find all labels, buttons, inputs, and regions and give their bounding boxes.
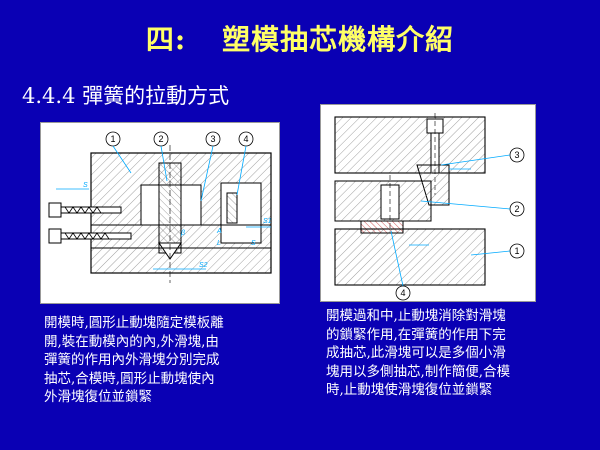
caption-left-line: 外滑塊復位並鎖緊 bbox=[44, 389, 152, 405]
dim-label-s-b: S bbox=[251, 240, 256, 247]
mold-diagram-left-drawing: 1 2 3 4 S S1 S2 β A L S bbox=[48, 131, 272, 283]
mold-diagram-right: 3 2 1 4 bbox=[320, 104, 536, 302]
caption-left-line: 彈簧的作用內外滑塊分別完成 bbox=[44, 352, 220, 368]
mold-diagram-right-drawing: 3 2 1 4 bbox=[334, 113, 525, 301]
caption-right-line: 塊用以多側抽芯,制作簡便,合模 bbox=[326, 363, 511, 380]
caption-left-line: 開,裝在動模內的內,外滑塊,由 bbox=[44, 333, 219, 350]
caption-right: 開模過和中,止動塊消除對滑塊 的鎖緊作用,在彈簧的作用下完 成抽芯,此滑塊可以是… bbox=[326, 307, 576, 400]
slide-title: 四: 塑模抽芯機構介紹 bbox=[0, 18, 600, 58]
callout-left-1: 1 bbox=[110, 134, 115, 144]
dim-label-s2: S2 bbox=[199, 262, 208, 269]
caption-right-line: 成抽芯,此滑塊可以是多個小滑 bbox=[326, 345, 506, 361]
section-subtitle: 4.4.4 彈簧的拉動方式 bbox=[22, 84, 230, 108]
callout-left-2: 2 bbox=[158, 134, 163, 144]
callout-right-4: 4 bbox=[400, 288, 405, 298]
dim-label-s: S bbox=[83, 182, 88, 189]
callout-right-1: 1 bbox=[514, 246, 519, 256]
title-text: 塑模抽芯機構介紹 bbox=[222, 23, 455, 56]
mold-diagram-left: 1 2 3 4 S S1 S2 β A L S bbox=[40, 122, 280, 304]
callout-right-2: 2 bbox=[514, 204, 519, 214]
title-number: 四: bbox=[145, 23, 187, 56]
dim-label-s1: S1 bbox=[263, 218, 272, 225]
dim-label-l: L bbox=[217, 240, 221, 247]
caption-left-line: 開模時,圓形止動塊隨定模板離 bbox=[44, 315, 224, 331]
dim-label-beta: β bbox=[180, 230, 185, 237]
dim-label-a: A bbox=[216, 228, 222, 235]
callout-left-4: 4 bbox=[243, 134, 248, 144]
caption-left-line: 抽芯,合模時,圓形止動塊使內 bbox=[44, 370, 215, 387]
caption-right-line: 的鎖緊作用,在彈簧的作用下完 bbox=[326, 326, 506, 343]
callout-left-3: 3 bbox=[210, 134, 215, 144]
callout-right-3: 3 bbox=[514, 150, 519, 160]
caption-left: 開模時,圓形止動塊隨定模板離 開,裝在動模內的內,外滑塊,由 彈簧的作用內外滑塊… bbox=[44, 314, 282, 407]
caption-right-line: 時,止動塊使滑塊復位並鎖緊 bbox=[326, 382, 493, 398]
caption-right-line: 開模過和中,止動塊消除對滑塊 bbox=[326, 308, 506, 324]
